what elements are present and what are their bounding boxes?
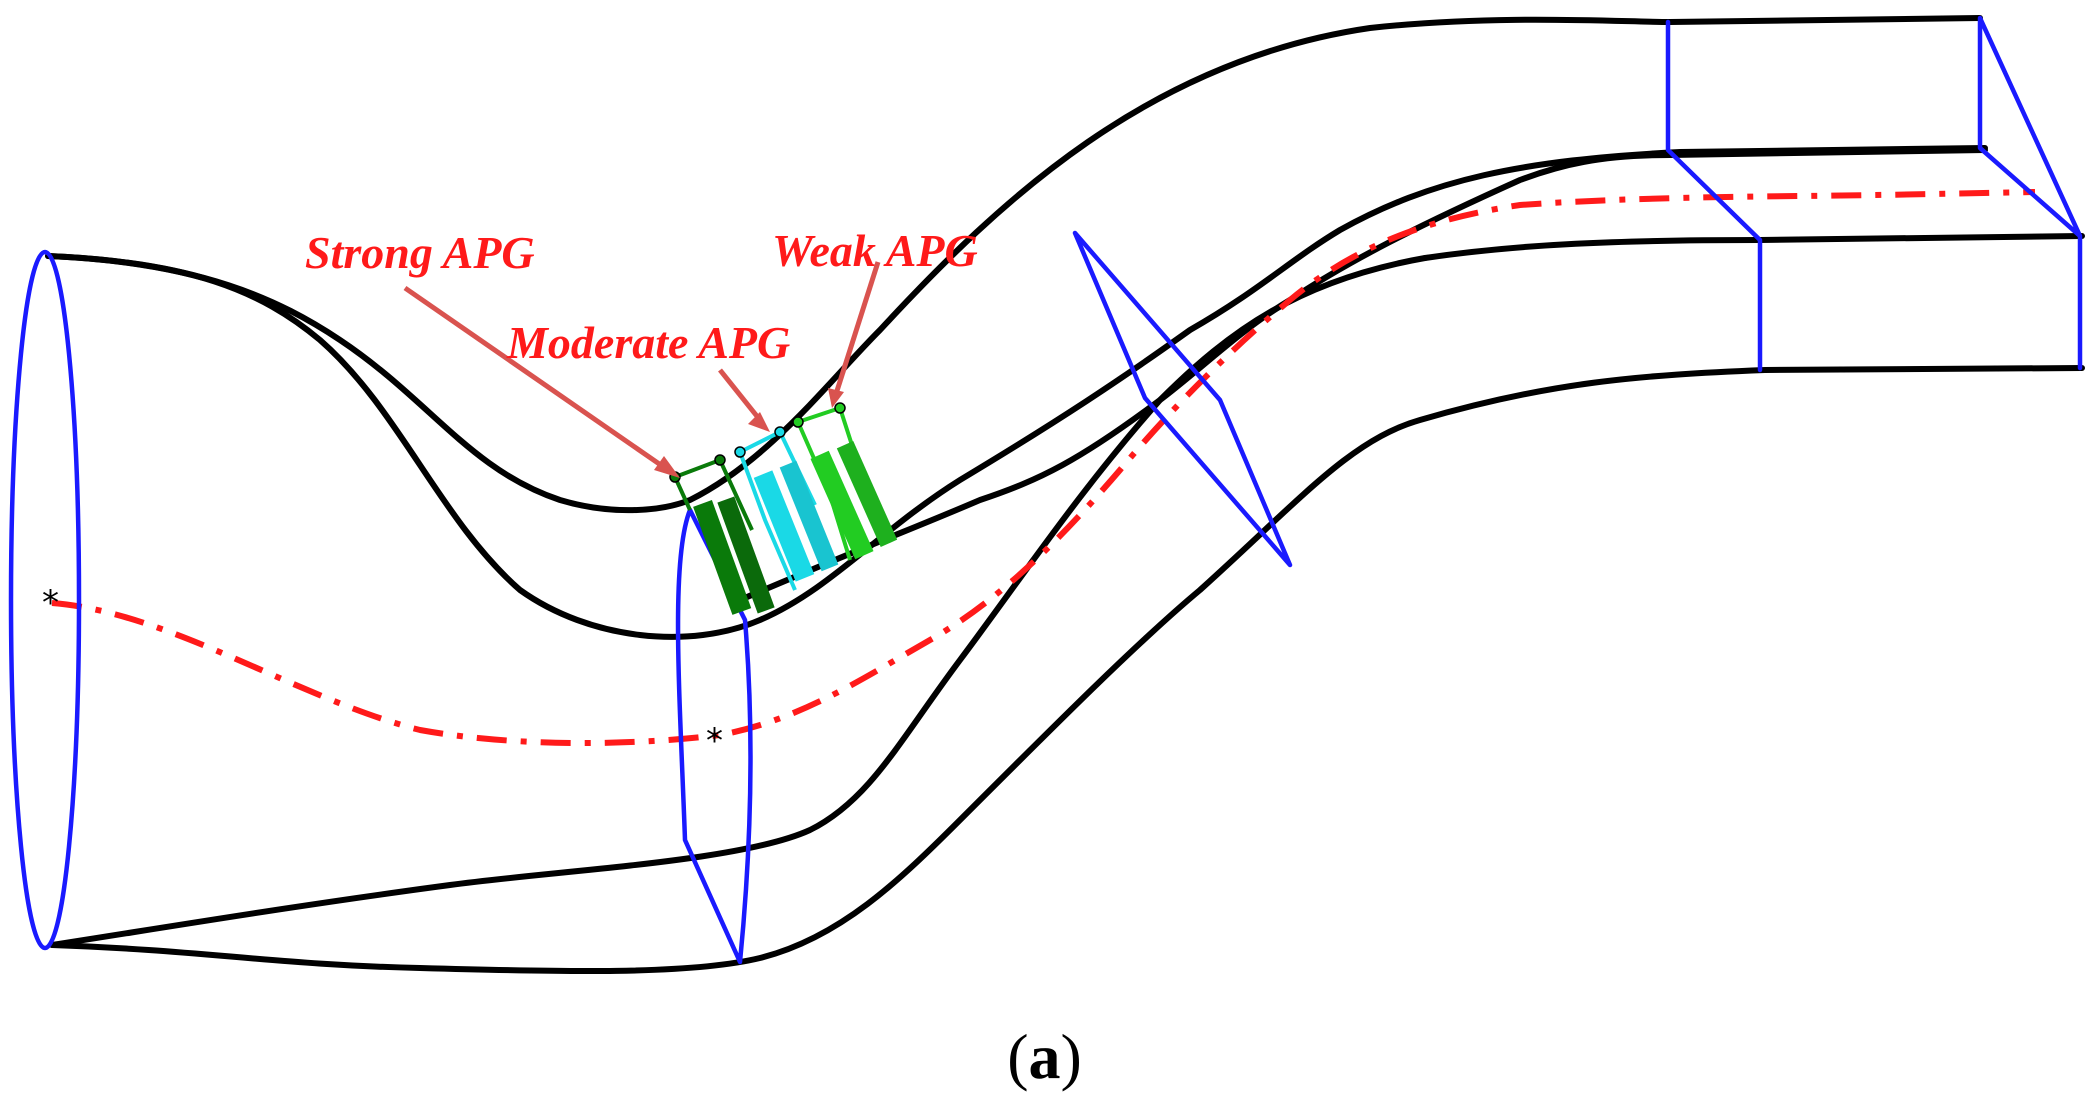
vg-moderate-node: [734, 446, 746, 458]
duct-lower-wall-outer: [49, 365, 2085, 975]
label-weak-apg: Weak APG: [772, 225, 978, 276]
caption-letter: a: [1028, 1021, 1061, 1092]
cross-sections: [8, 15, 2083, 965]
label-strong-apg: Strong APG: [305, 227, 535, 278]
vg-moderate-apg: [734, 426, 839, 591]
vg-moderate-blade-2: [779, 460, 839, 572]
figure-caption: (a): [0, 1020, 2089, 1094]
caption-open-paren: (: [1007, 1021, 1029, 1092]
vg-moderate-node: [774, 426, 786, 438]
leader-weak-arrowhead: [828, 388, 844, 408]
vg-strong-apg: [669, 454, 775, 615]
inlet-center-marker: *: [42, 583, 59, 623]
outlet-section-2: [1977, 15, 2083, 371]
duct-middle-wall: [737, 147, 1988, 603]
vg-weak-blade-1: [810, 450, 874, 560]
throat-section: [675, 507, 753, 965]
label-moderate-apg: Moderate APG: [506, 317, 790, 368]
leader-strong: [403, 285, 670, 473]
mid-section: [1072, 230, 1293, 568]
vg-weak-node: [834, 402, 846, 414]
centerline-markers: * *: [42, 583, 723, 761]
caption-close-paren: ): [1060, 1021, 1082, 1092]
vg-weak-apg: [792, 402, 898, 561]
vg-weak-node: [792, 416, 804, 428]
leader-weak: [833, 261, 881, 395]
leader-moderate-arrowhead: [748, 412, 770, 432]
duct-lower-middle-wall: [49, 255, 1428, 948]
vg-weak-blade-2: [836, 441, 898, 547]
vortex-generators: [669, 402, 898, 615]
vg-strong-node: [714, 454, 726, 466]
throat-center-marker: *: [706, 721, 723, 761]
vg-strong-blade-2: [717, 496, 775, 614]
duct-centerline: [51, 189, 2036, 746]
label-leaders: [403, 261, 881, 478]
duct-upper-wall-outer: [45, 15, 1983, 514]
outlet-section-1: [1665, 19, 1763, 373]
duct-walls: [45, 15, 2085, 975]
duct-middle-right-wall: [1422, 233, 2085, 261]
leader-moderate: [718, 368, 762, 422]
vg-moderate-blade-1: [753, 470, 815, 582]
vg-strong-blade-1: [693, 500, 752, 615]
duct-upper-wall-inner: [45, 145, 1988, 640]
leader-strong-arrowhead: [654, 456, 680, 478]
inlet-section: [8, 249, 82, 951]
